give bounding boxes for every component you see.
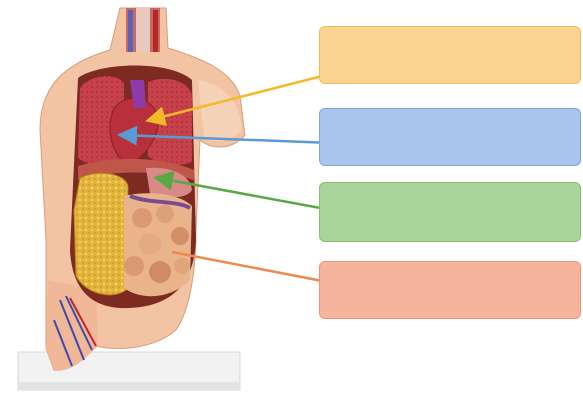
label-box-1[interactable] — [319, 26, 581, 84]
liver — [74, 173, 128, 294]
intestines — [124, 193, 192, 296]
pointer-arrow-4 — [172, 252, 338, 284]
neck-structures — [126, 8, 160, 52]
label-box-3[interactable] — [319, 182, 581, 242]
label-box-4[interactable] — [319, 261, 581, 319]
label-box-2[interactable] — [319, 108, 581, 166]
